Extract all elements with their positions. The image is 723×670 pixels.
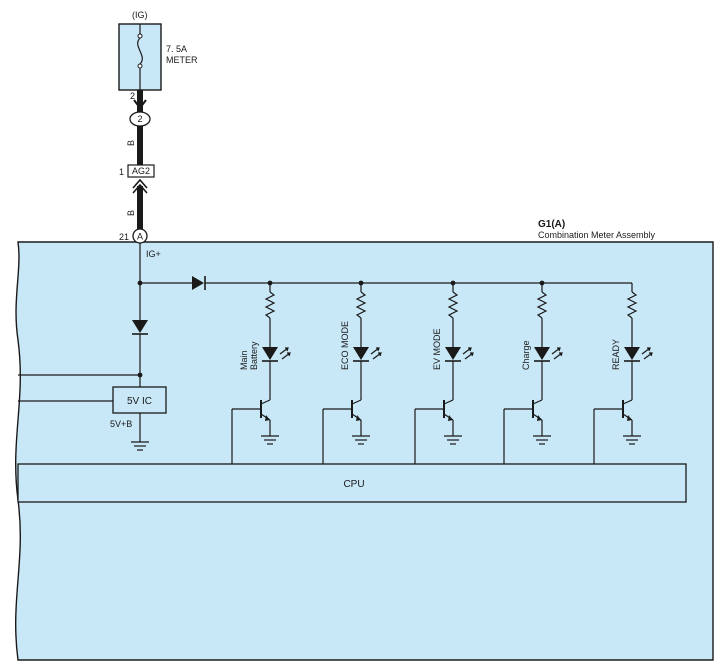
assembly-name: Combination Meter Assembly [538, 230, 656, 240]
indicator-label: MainBattery [239, 341, 259, 370]
splice-pin-number: 2 [137, 114, 142, 124]
meter-assembly-panel [15, 241, 714, 661]
meter-pin-number: 21 [119, 232, 129, 242]
junction-name: AG2 [132, 166, 150, 176]
ic-label: 5V IC [127, 396, 152, 407]
transistor-icon [593, 399, 633, 464]
ground-icon [623, 435, 641, 445]
ground-icon [352, 435, 370, 445]
indicator-channel: READY [593, 283, 653, 464]
ig-plus-label: IG+ [146, 249, 161, 259]
fuse-name: METER [166, 55, 198, 65]
fuse-rating: 7. 5A [166, 44, 187, 54]
meter-connector-letter: A [137, 232, 143, 242]
indicator-channel: EV MODE [414, 280, 474, 464]
resistor-icon [536, 291, 548, 319]
wire-color-2: B [126, 210, 136, 216]
ground-icon [533, 435, 551, 445]
resistor-icon [447, 291, 459, 319]
resistor-icon [264, 291, 276, 319]
ic-output-label: 5V+B [110, 419, 132, 429]
indicator-label: EV MODE [432, 328, 442, 370]
assembly-code: G1(A) [538, 219, 565, 230]
indicator-label: READY [611, 339, 621, 370]
junction-connector [127, 164, 155, 178]
indicator-label: Charge [521, 340, 531, 370]
led-icon [534, 347, 563, 362]
cpu-label: CPU [343, 479, 364, 490]
resistor-icon [355, 291, 367, 319]
transistor-icon [503, 399, 543, 464]
transistor-icon [231, 399, 271, 464]
indicator-channel: Charge [503, 280, 563, 464]
resistor-icon [626, 291, 638, 319]
transistor-icon [322, 399, 362, 464]
ground-icon [131, 441, 149, 451]
connector-arrow-1 [133, 99, 147, 110]
wire-color-1: B [126, 140, 136, 146]
cpu-block [17, 463, 687, 503]
fuse-icon [137, 24, 143, 90]
indicator-label: ECO MODE [340, 321, 350, 370]
ground-icon [261, 435, 279, 445]
ground-icon [444, 435, 462, 445]
led-icon [445, 347, 474, 362]
indicator-channel: MainBattery [231, 280, 291, 464]
transistor-icon [414, 399, 454, 464]
connector-arrow-2 [132, 178, 148, 194]
fuse-pin-number: 2 [130, 91, 135, 101]
junction-pin-number: 1 [119, 167, 124, 177]
indicator-channel: ECO MODE [322, 280, 382, 464]
ig-supply-label: (IG) [132, 10, 148, 20]
